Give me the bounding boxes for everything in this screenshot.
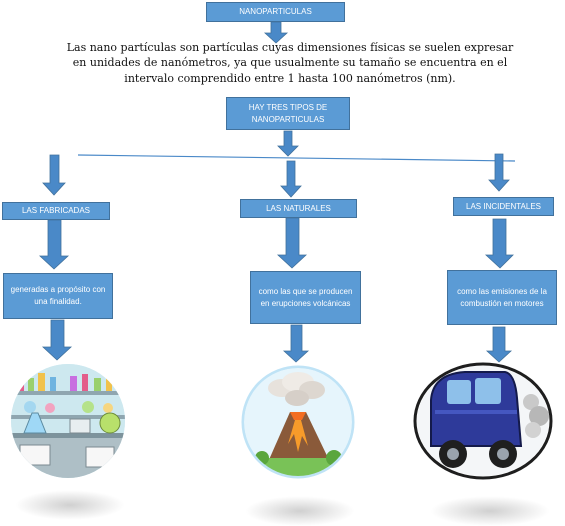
laboratory-icon [11, 364, 125, 478]
types-header-box: HAY TRES TIPOS DE NANOPARTICULAS [226, 97, 350, 130]
branch-line [77, 154, 516, 162]
arrow-naturales-desc [276, 217, 308, 269]
arrow-naturales-img [282, 324, 310, 363]
type-name-fabricadas: LAS FABRICADAS [21, 206, 91, 216]
image-shadow [15, 490, 125, 520]
arrow-to-incidentales [488, 153, 510, 192]
desc-fabricadas: generadas a propósito con una finalidad. [10, 285, 106, 306]
title-box: NANOPARTICULAS [206, 2, 345, 22]
type-box-fabricadas: LAS FABRICADAS [2, 202, 110, 220]
desc-naturales: como las que se producen en erupciones v… [258, 286, 353, 308]
arrow-title-down [263, 21, 289, 44]
desc-box-incidentales: como las emisiones de la combustión en m… [447, 270, 557, 325]
arrow-fabricadas-img [41, 319, 73, 361]
car-exhaust-icon [413, 362, 553, 480]
desc-box-fabricadas: generadas a propósito con una finalidad. [3, 273, 113, 319]
arrow-header-down [277, 130, 299, 157]
type-box-incidentales: LAS INCIDENTALES [453, 197, 554, 216]
arrow-incidentales-desc [484, 218, 514, 269]
type-name-incidentales: LAS INCIDENTALES [466, 201, 541, 211]
volcano-icon [241, 365, 355, 479]
arrow-to-fabricadas [42, 154, 66, 196]
desc-box-naturales: como las que se producen en erupciones v… [250, 271, 361, 324]
arrow-to-naturales [280, 160, 302, 198]
arrow-incidentales-img [485, 326, 513, 363]
image-shadow [245, 496, 355, 526]
type-box-naturales: LAS NATURALES [240, 199, 357, 218]
type-name-naturales: LAS NATURALES [266, 203, 331, 213]
desc-incidentales: como las emisiones de la combustión en m… [457, 286, 547, 308]
definition-text: Las nano partículas son partículas cuyas… [66, 41, 514, 85]
title-text: NANOPARTICULAS [239, 7, 312, 17]
image-shadow [430, 496, 550, 526]
arrow-fabricadas-desc [38, 219, 70, 270]
types-header-text: HAY TRES TIPOS DE NANOPARTICULAS [248, 102, 328, 124]
